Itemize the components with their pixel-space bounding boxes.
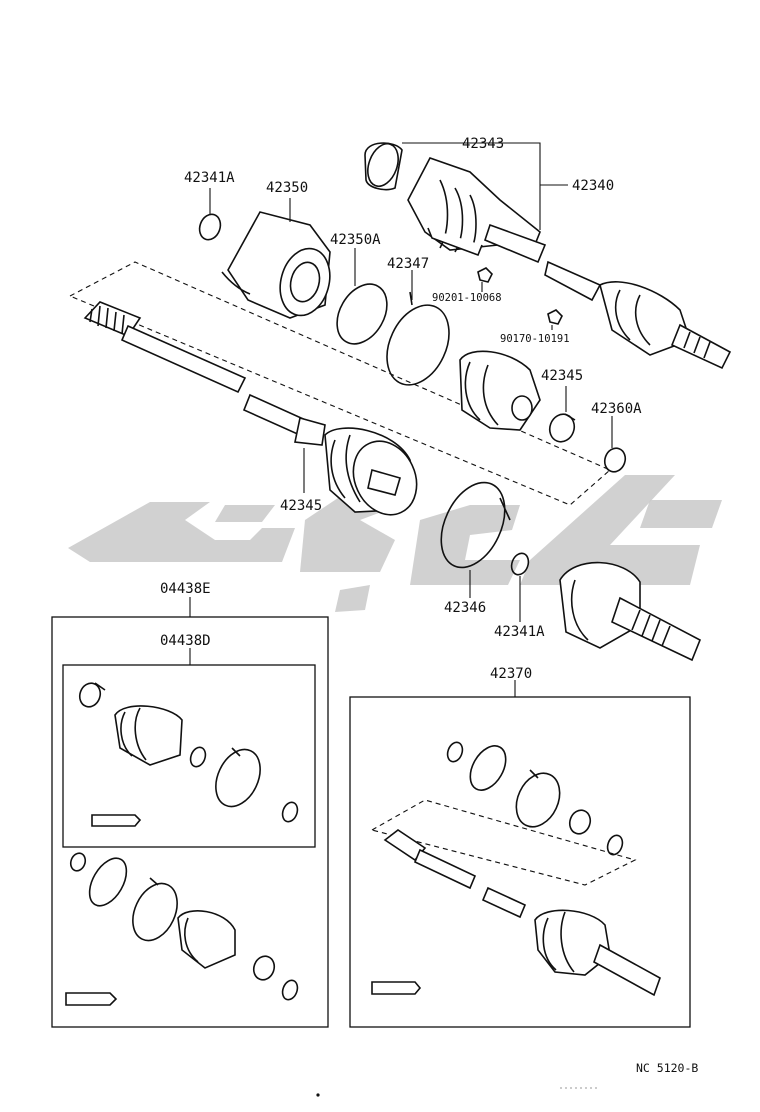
label-90201-10068: 90201-10068 — [432, 292, 502, 304]
label-42345-right: 42345 — [541, 368, 583, 384]
label-42341A-bottom: 42341A — [494, 624, 545, 640]
label-42345-left: 42345 — [280, 498, 322, 514]
ring-42350A — [336, 283, 388, 345]
band-42346 — [440, 481, 511, 569]
snap-ring-42341A-top — [198, 213, 222, 241]
watermark — [68, 475, 722, 612]
band-42347 — [386, 291, 450, 386]
label-42360A: 42360A — [591, 401, 642, 417]
label-04438D: 04438D — [160, 633, 211, 649]
nut-90201 — [477, 267, 493, 283]
stray-dot — [316, 1093, 320, 1097]
label-42350: 42350 — [266, 180, 308, 196]
nut-90170 — [547, 309, 563, 325]
label-42343: 42343 — [462, 136, 504, 152]
kit-04438E-parts — [65, 852, 299, 1006]
inboard-housing-42350 — [221, 211, 331, 319]
label-42341A-top: 42341A — [184, 170, 235, 186]
leader-lines — [209, 142, 613, 622]
label-42370: 42370 — [490, 666, 532, 682]
outboard-joint-assembly — [364, 142, 732, 370]
kit-box-42370 — [349, 696, 691, 1028]
snap-ring-42360A — [603, 447, 627, 473]
kit-04438D-parts — [78, 682, 299, 827]
main-drive-shaft — [83, 301, 418, 516]
snap-ring-42341A-bottom — [510, 552, 530, 576]
kit-box-04438D — [62, 664, 316, 848]
clamp-42345-right — [548, 413, 576, 443]
assembly-dashed-outline — [68, 261, 612, 506]
footer-code: NC 5120-B — [636, 1061, 698, 1075]
assembly-42370-parts — [370, 741, 661, 997]
label-42347: 42347 — [387, 256, 429, 272]
boot-inboard — [459, 350, 541, 431]
label-90170-10191: 90170-10191 — [500, 333, 570, 345]
label-42346: 42346 — [444, 600, 486, 616]
label-04438E: 04438E — [160, 581, 211, 597]
inboard-joint — [559, 561, 702, 662]
label-42340: 42340 — [572, 178, 614, 194]
label-42350A: 42350A — [330, 232, 381, 248]
